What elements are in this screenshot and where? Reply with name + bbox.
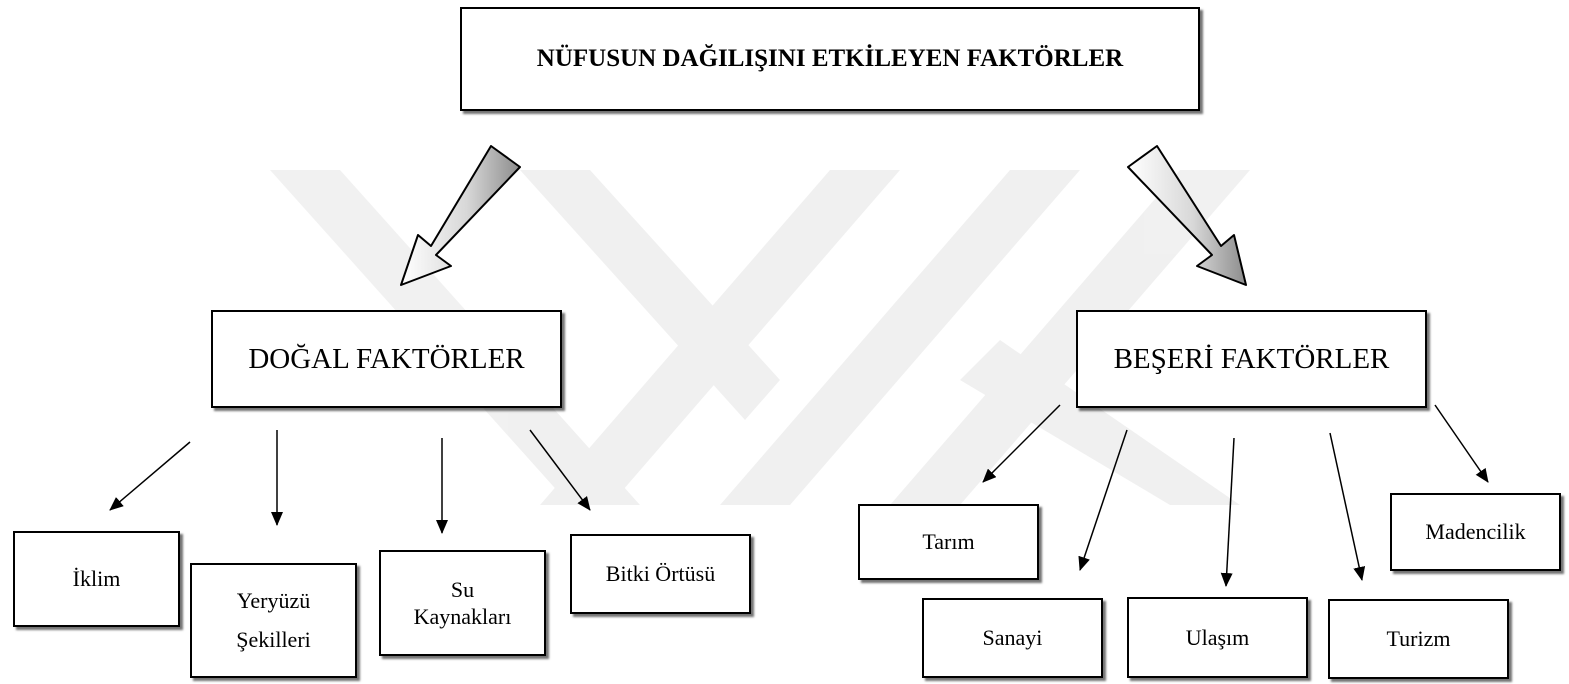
arrow-to-bitki bbox=[529, 429, 591, 511]
leaf-turizm: Turizm bbox=[1328, 599, 1509, 679]
watermark-logo bbox=[270, 170, 1250, 505]
arrow-to-tarim bbox=[982, 404, 1061, 483]
natural-factors-label: DOĞAL FAKTÖRLER bbox=[248, 342, 525, 375]
leaf-iklim: İklim bbox=[13, 531, 180, 627]
arrows-human bbox=[982, 404, 1489, 587]
arrow-to-ulasim bbox=[1220, 437, 1235, 587]
big-arrow-to-natural bbox=[400, 145, 521, 286]
natural-factors-box: DOĞAL FAKTÖRLER bbox=[211, 310, 562, 408]
arrows-natural bbox=[109, 429, 591, 534]
leaf-ulasim: Ulaşım bbox=[1127, 597, 1308, 678]
leaf-tarim: Tarım bbox=[858, 504, 1039, 580]
arrow-to-iklim bbox=[109, 441, 191, 511]
human-factors-label: BEŞERİ FAKTÖRLER bbox=[1113, 342, 1390, 375]
leaf-madencilik: Madencilik bbox=[1390, 493, 1561, 571]
arrow-to-madencilik bbox=[1434, 404, 1489, 483]
title-box: NÜFUSUN DAĞILIŞINI ETKİLEYEN FAKTÖRLER bbox=[460, 7, 1200, 111]
leaf-bitki-ortusu: Bitki Örtüsü bbox=[570, 534, 751, 614]
arrow-to-turizm bbox=[1329, 432, 1366, 581]
arrow-to-sanayi bbox=[1078, 429, 1128, 571]
leaf-su-kaynaklari: Su Kaynakları bbox=[379, 550, 546, 656]
big-arrow-to-human bbox=[1127, 145, 1247, 286]
human-factors-box: BEŞERİ FAKTÖRLER bbox=[1076, 310, 1427, 408]
title-text: NÜFUSUN DAĞILIŞINI ETKİLEYEN FAKTÖRLER bbox=[536, 45, 1124, 72]
leaf-sanayi: Sanayi bbox=[922, 598, 1103, 678]
leaf-yeryuzu-sekilleri: Yeryüzü Şekilleri bbox=[190, 563, 357, 678]
